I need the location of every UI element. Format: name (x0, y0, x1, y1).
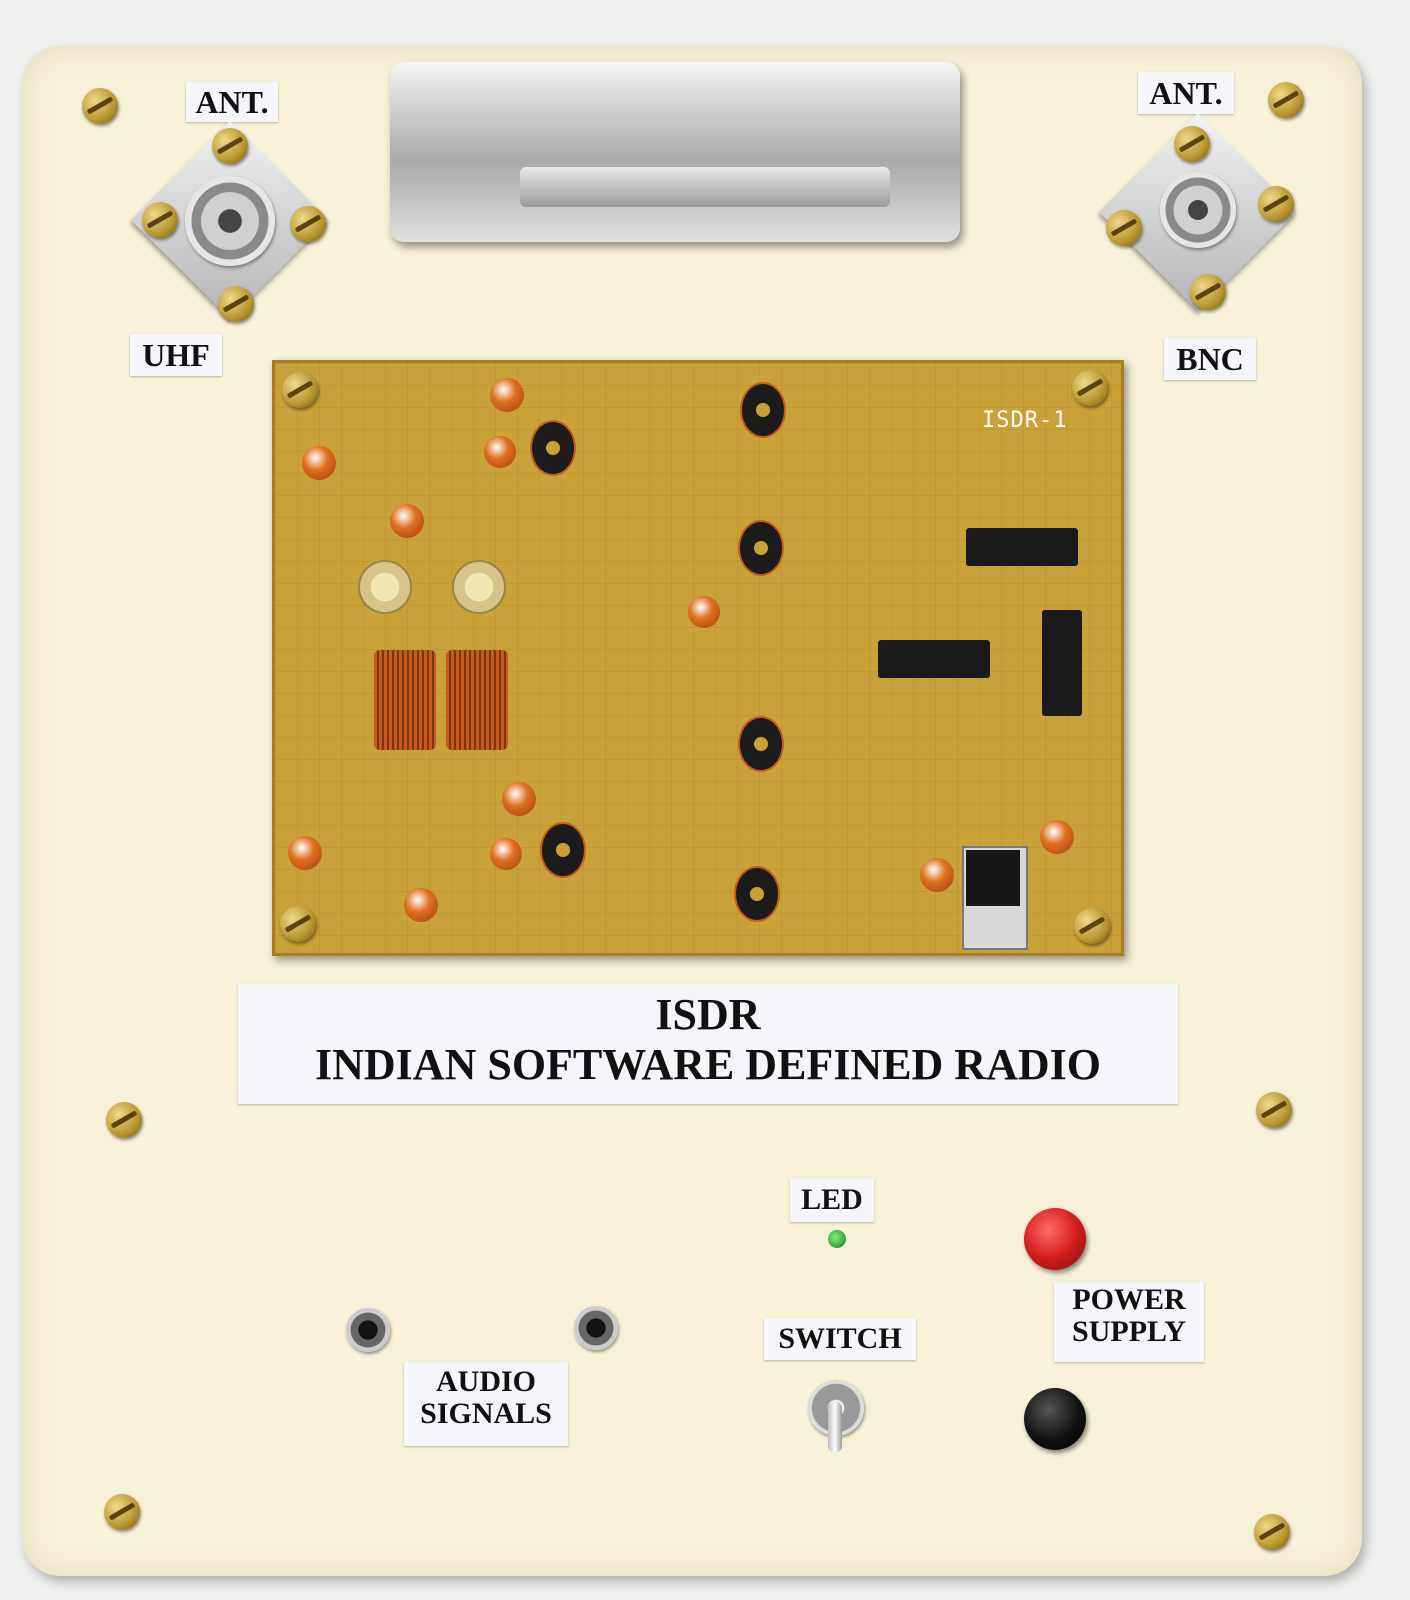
title-line-2: INDIAN SOFTWARE DEFINED RADIO (315, 1040, 1101, 1090)
screw-icon (1258, 186, 1294, 222)
title-line-1: ISDR (655, 990, 761, 1039)
screw-icon (212, 128, 248, 164)
electrolytic-capacitor (1040, 820, 1074, 854)
electrolytic-capacitor (390, 504, 424, 538)
screw-icon (1190, 274, 1226, 310)
toroid-transformer (738, 520, 784, 576)
clip-bar (520, 167, 890, 207)
audio-jack-right[interactable] (574, 1306, 618, 1350)
uhf-label: UHF (130, 334, 222, 376)
bnc-connector[interactable] (1160, 172, 1236, 248)
ic-chip (1042, 610, 1082, 716)
electrolytic-capacitor (288, 836, 322, 870)
board-clip (390, 62, 960, 242)
screw-icon (1268, 82, 1304, 118)
positive-binding-post[interactable] (1024, 1208, 1086, 1270)
audio-signals-line-2: SIGNALS (420, 1396, 552, 1430)
electrolytic-capacitor (688, 596, 720, 628)
toroid-inductor (540, 822, 586, 878)
electrolytic-capacitor (490, 838, 522, 870)
trimmer-capacitor[interactable] (452, 560, 506, 614)
audio-signals-label: AUDIO SIGNALS (404, 1362, 568, 1446)
pcb-title: ISDR-1 (982, 408, 1068, 433)
regulator-body (966, 850, 1020, 906)
power-supply-line-1: POWER (1072, 1283, 1186, 1316)
screw-icon (1072, 370, 1108, 406)
power-supply-line-2: SUPPLY (1072, 1314, 1186, 1348)
electrolytic-capacitor (490, 378, 524, 412)
toroid-transformer (738, 716, 784, 772)
led-indicator (828, 1230, 846, 1248)
screw-icon (142, 202, 178, 238)
toroid-inductor (530, 420, 576, 476)
negative-binding-post[interactable] (1024, 1388, 1086, 1450)
electrolytic-capacitor (920, 858, 954, 892)
screw-icon (82, 88, 118, 124)
screw-icon (1256, 1092, 1292, 1128)
electrolytic-capacitor (484, 436, 516, 468)
audio-jack-left[interactable] (346, 1308, 390, 1352)
screw-icon (290, 206, 326, 242)
screw-icon (1254, 1514, 1290, 1550)
led-label: LED (790, 1178, 874, 1222)
uhf-connector[interactable] (185, 176, 275, 266)
electrolytic-capacitor (404, 888, 438, 922)
screw-icon (1174, 126, 1210, 162)
trimmer-capacitor[interactable] (358, 560, 412, 614)
ant-left-label: ANT. (186, 82, 278, 122)
screw-icon (282, 372, 318, 408)
audio-signals-line-1: AUDIO (435, 1365, 536, 1398)
power-supply-label: POWER SUPPLY (1054, 1282, 1204, 1362)
toroid-transformer (740, 382, 786, 438)
screw-icon (1074, 908, 1110, 944)
ic-chip (878, 640, 990, 678)
electrolytic-capacitor (302, 446, 336, 480)
screw-icon (1106, 210, 1142, 246)
switch-label: SWITCH (764, 1318, 916, 1360)
bnc-label: BNC (1164, 338, 1256, 380)
inductor-coil (374, 650, 436, 750)
electrolytic-capacitor (502, 782, 536, 816)
inductor-coil (446, 650, 508, 750)
title-banner: ISDR INDIAN SOFTWARE DEFINED RADIO (238, 984, 1178, 1104)
screw-icon (106, 1102, 142, 1138)
screw-icon (280, 906, 316, 942)
ic-chip (966, 528, 1078, 566)
toggle-lever[interactable] (828, 1402, 842, 1452)
screw-icon (104, 1494, 140, 1530)
screw-icon (218, 286, 254, 322)
toroid-transformer (734, 866, 780, 922)
ant-right-label: ANT. (1138, 72, 1234, 114)
